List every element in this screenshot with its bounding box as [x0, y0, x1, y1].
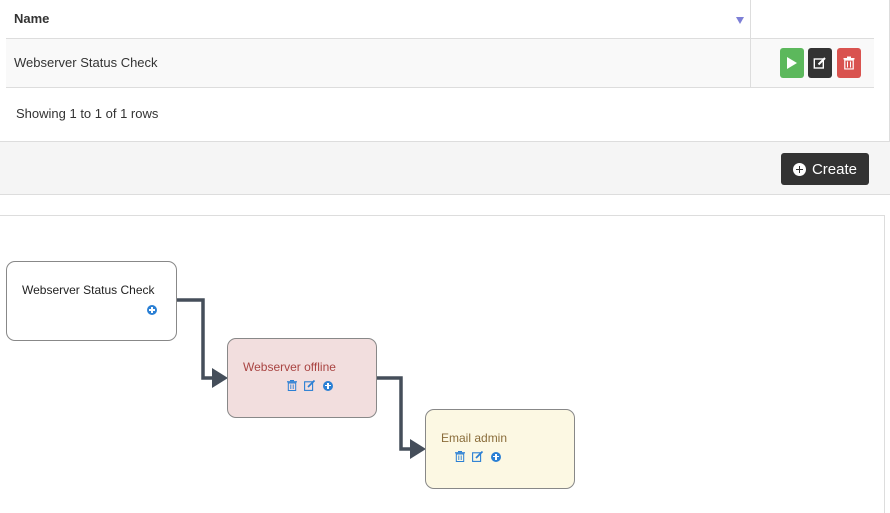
node-label: Email admin [441, 431, 508, 445]
play-icon [786, 56, 797, 69]
column-header-name[interactable]: Name [6, 0, 750, 39]
create-button[interactable]: Create [780, 153, 869, 185]
add-circle-icon[interactable] [147, 305, 157, 315]
delete-button[interactable] [837, 47, 861, 78]
trash-icon[interactable] [455, 451, 465, 462]
workflow-node-condition[interactable]: Webserver offline [227, 338, 377, 418]
create-button-label: Create [811, 160, 857, 178]
node-tools [455, 451, 501, 462]
edit-icon [813, 56, 827, 69]
table-header-row: Name [6, 0, 874, 39]
workflow-node-trigger[interactable]: Webserver Status Check [6, 261, 177, 341]
edit-button[interactable] [808, 47, 833, 78]
trash-icon [843, 56, 855, 69]
node-tools [287, 380, 333, 391]
row-name-cell: Webserver Status Check [6, 38, 750, 88]
node-label: Webserver offline [243, 360, 336, 374]
edit-icon[interactable] [472, 451, 484, 462]
row-actions-cell [749, 38, 874, 88]
table-row[interactable]: Webserver Status Check [6, 38, 874, 88]
node-tools [147, 305, 157, 315]
run-button[interactable] [779, 47, 804, 78]
add-circle-icon[interactable] [491, 451, 501, 462]
add-circle-icon[interactable] [323, 380, 333, 391]
rules-table-panel: Name Webserver Status Check [0, 0, 890, 142]
workflow-node-action[interactable]: Email admin [425, 409, 575, 489]
trash-icon[interactable] [287, 380, 297, 391]
pagination-info: Showing 1 to 1 of 1 rows [16, 106, 159, 121]
sort-desc-icon[interactable] [735, 17, 744, 24]
node-label: Webserver Status Check [22, 283, 155, 297]
column-header-actions [749, 0, 874, 39]
column-header-name-label: Name [14, 11, 50, 27]
panel-footer: Create [0, 141, 890, 195]
edit-icon[interactable] [304, 380, 316, 391]
plus-circle-icon [792, 162, 806, 176]
rules-table: Name Webserver Status Check [6, 0, 874, 88]
